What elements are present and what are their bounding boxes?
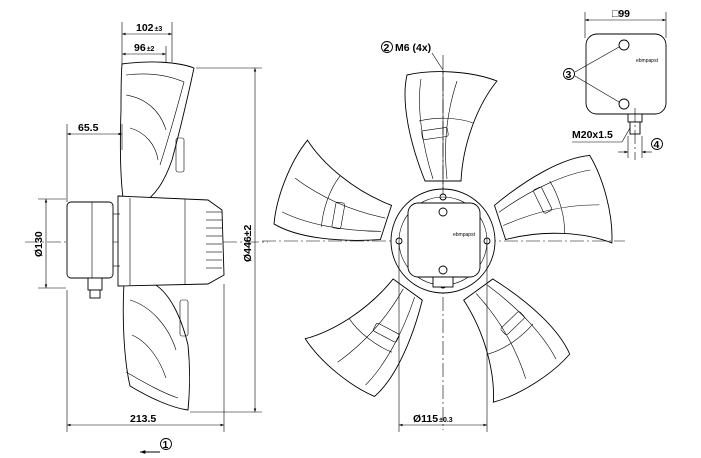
dim-hub-diameter: Ø130 bbox=[33, 231, 45, 257]
dim-fan-diameter: Ø446±2 bbox=[242, 225, 254, 262]
svg-text:4: 4 bbox=[654, 139, 660, 151]
side-cable-gland bbox=[87, 277, 103, 291]
mount-callout-text: M6 (4x) bbox=[395, 42, 431, 54]
dim-total-depth: 213.5 bbox=[130, 413, 156, 425]
side-upper-blade bbox=[120, 61, 195, 206]
dim-overall-width: 102±3 bbox=[136, 22, 162, 34]
terminal-box-detail: □99 ebmpapst 3 M20x1.5 4 bbox=[563, 8, 667, 160]
dim-box-size: □99 bbox=[612, 8, 630, 20]
terminal-box-screw-bottom bbox=[618, 98, 630, 110]
front-view: ebmpapst 2 M6 (4x) Ø115±0.3 bbox=[262, 41, 625, 432]
airflow-callout: 1 bbox=[140, 438, 172, 454]
mount-callout: 2 M6 (4x) bbox=[381, 41, 444, 195]
svg-text:1: 1 bbox=[163, 439, 169, 451]
terminal-box-body bbox=[585, 33, 667, 115]
box-logo: ebmpapst bbox=[636, 58, 659, 64]
terminal-box-screw-top bbox=[618, 39, 630, 51]
fan-blades bbox=[269, 71, 622, 411]
dim-gland-thread: M20x1.5 bbox=[572, 129, 613, 141]
front-cable-gland bbox=[432, 276, 454, 288]
side-terminal-box bbox=[66, 201, 114, 279]
dim-blade-width: 96±2 bbox=[134, 42, 155, 54]
dim-bolt-circle: Ø115±0.3 bbox=[413, 413, 453, 425]
svg-text:2: 2 bbox=[384, 42, 390, 54]
side-cooling-fins bbox=[206, 211, 222, 269]
fan-blade bbox=[404, 71, 498, 182]
svg-text:3: 3 bbox=[566, 69, 572, 81]
side-lower-blade bbox=[122, 281, 190, 411]
side-hub bbox=[117, 195, 225, 287]
dim-offset: 65.5 bbox=[78, 122, 99, 134]
gland-callout: 4 bbox=[618, 136, 663, 158]
hub-logo: ebmpapst bbox=[453, 232, 476, 238]
side-view: 102±3 96±2 65.5 Ø130 Ø446±2 213.5 1 bbox=[25, 22, 268, 454]
screws-callout: 3 bbox=[563, 46, 620, 103]
